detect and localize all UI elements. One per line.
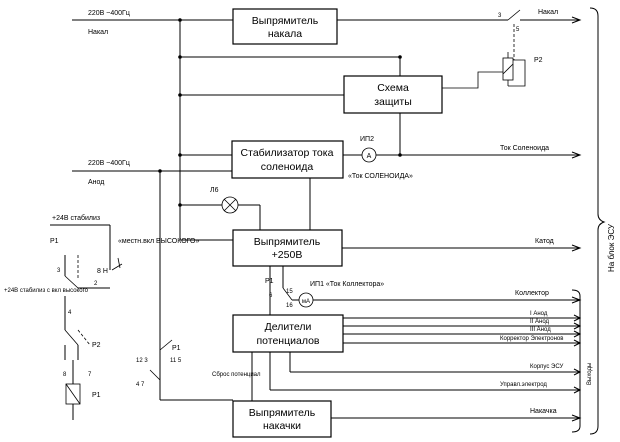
contact-7: 7	[88, 372, 92, 378]
cathode-output: Катод	[342, 238, 582, 252]
pump-output: Накачка	[331, 408, 582, 422]
ip1-symbol: мА	[302, 299, 310, 305]
collector-output-label: Коллектор	[515, 290, 549, 297]
stab24-label: +24В стабилиз	[52, 214, 100, 222]
left-control-section: +24В стабилиз «местн.вкл ВЫСОКОГО» 8 Н P…	[4, 214, 200, 420]
contact-5: 5	[516, 27, 520, 33]
rectifier-250-block: Выпрямитель +250В	[232, 229, 343, 267]
relay-p1-coil-label: P1	[92, 392, 101, 399]
pump-rectifier-line2: накачки	[263, 420, 301, 432]
lamp-label: Л6	[210, 187, 219, 194]
dividers-line2: потенциалов	[256, 335, 319, 347]
relay-p2-left-label: P2	[92, 342, 101, 349]
contact-3-left: 3	[57, 268, 61, 274]
relay-p1-anode-label: P1	[172, 345, 181, 352]
local-on-label: «местн.вкл ВЫСОКОГО»	[118, 238, 200, 245]
relay-p1-upper-label: P1	[265, 278, 274, 285]
current-stabilizer-line1: Стабилизатор тока	[241, 147, 334, 159]
outputs-bracket: Выходы	[571, 289, 593, 433]
contact-3: 3	[498, 13, 502, 19]
heater-input-name: Накал	[88, 29, 108, 36]
anode-feed	[159, 171, 233, 401]
housing-label: Корпус ЭСУ	[530, 364, 563, 370]
cathode-output-label: Катод	[535, 238, 554, 245]
contact-15: 15	[286, 289, 293, 295]
divider-outputs: I Анод II Анод III Анод Корректор Электр…	[212, 311, 582, 401]
heater-input-voltage: 220В ~400Гц	[88, 10, 130, 17]
outputs-group-label: Выходы	[587, 363, 593, 385]
heater-rectifier-block: Выпрямитель накала	[232, 8, 338, 45]
relay-p2: P2	[442, 52, 543, 89]
esu-bracket: На блок ЭСУ	[589, 7, 616, 435]
pump-rectifier-block: Выпрямитель накачки	[232, 400, 332, 438]
lamp-l6: Л6	[178, 178, 311, 230]
control-electrode-label: Управл.электрод	[500, 382, 547, 388]
pump-output-label: Накачка	[530, 408, 557, 415]
contact-4: 4	[68, 310, 72, 316]
corrector-label: Корректор Электронов	[500, 336, 563, 342]
contact-6: 6	[269, 293, 273, 299]
heater-rectifier-line2: накала	[268, 28, 302, 40]
heater-rectifier-line1: Выпрямитель	[252, 15, 319, 27]
heater-output-line: Накал 3 5	[337, 9, 582, 60]
collector-path: мА Коллектор ИП1 «Ток Коллектора» P1 6 1…	[265, 266, 582, 315]
anode-input-voltage: 220В ~400Гц	[88, 160, 130, 167]
protection-line1: Схема	[377, 82, 409, 94]
relay-p1-left-label: P1	[50, 238, 59, 245]
anode-input-name: Анод	[88, 179, 104, 186]
sieve-potentials-label-1: Сброс потенциал	[212, 372, 261, 378]
dividers-line1: Делители	[265, 321, 312, 333]
contact-4-7: 4 7	[136, 382, 145, 388]
anode-input-line: 220В ~400Гц Анод	[72, 160, 232, 186]
contact-12-3: 12 3	[136, 358, 148, 364]
solenoid-current-caption: «Ток СОЛЕНОИДА»	[348, 173, 413, 180]
current-stabilizer-block: Стабилизатор тока соленоида	[231, 140, 344, 179]
contact-8: 8	[63, 372, 67, 378]
contact-2: 2	[94, 281, 98, 287]
relay-p1-contacts-anode: P1 12 3 11 5 4 7	[136, 339, 182, 388]
contact-16: 16	[286, 303, 293, 309]
contact-11-5: 11 5	[170, 358, 182, 364]
potential-dividers-block: Делители потенциалов	[232, 314, 344, 353]
anode3-label: III Анод	[530, 327, 551, 333]
anode1-label: I Анод	[530, 311, 548, 317]
heater-output-label: Накал	[538, 9, 558, 16]
stab24-hv-label-1: +24В стабилиз с вкл высокого	[4, 288, 89, 294]
to-esu-label: На блок ЭСУ	[607, 223, 616, 272]
solenoid-current-path: A ИП2 Ток Соленоида «Ток СОЛЕНОИДА»	[343, 113, 582, 180]
pump-rectifier-line1: Выпрямитель	[249, 407, 316, 419]
control-trunk	[178, 20, 402, 241]
rectifier-250-line1: Выпрямитель	[254, 236, 321, 248]
contact-8-h: 8 Н	[97, 268, 108, 275]
relay-p2-label: P2	[534, 57, 543, 64]
ip2-symbol: A	[367, 153, 372, 160]
heater-input-line: 220В ~400Гц Накал	[72, 10, 233, 36]
rectifier-250-line2: +250В	[272, 249, 303, 261]
protection-line2: защиты	[374, 96, 412, 108]
protection-circuit-block: Схема защиты	[343, 75, 443, 114]
collector-current-caption: ИП1 «Ток Коллектора»	[310, 281, 384, 288]
current-stabilizer-line2: соленоида	[261, 161, 314, 173]
solenoid-current-output: Ток Соленоида	[500, 145, 549, 152]
ip2-label: ИП2	[360, 136, 374, 143]
anode2-label: II Анод	[530, 319, 550, 325]
